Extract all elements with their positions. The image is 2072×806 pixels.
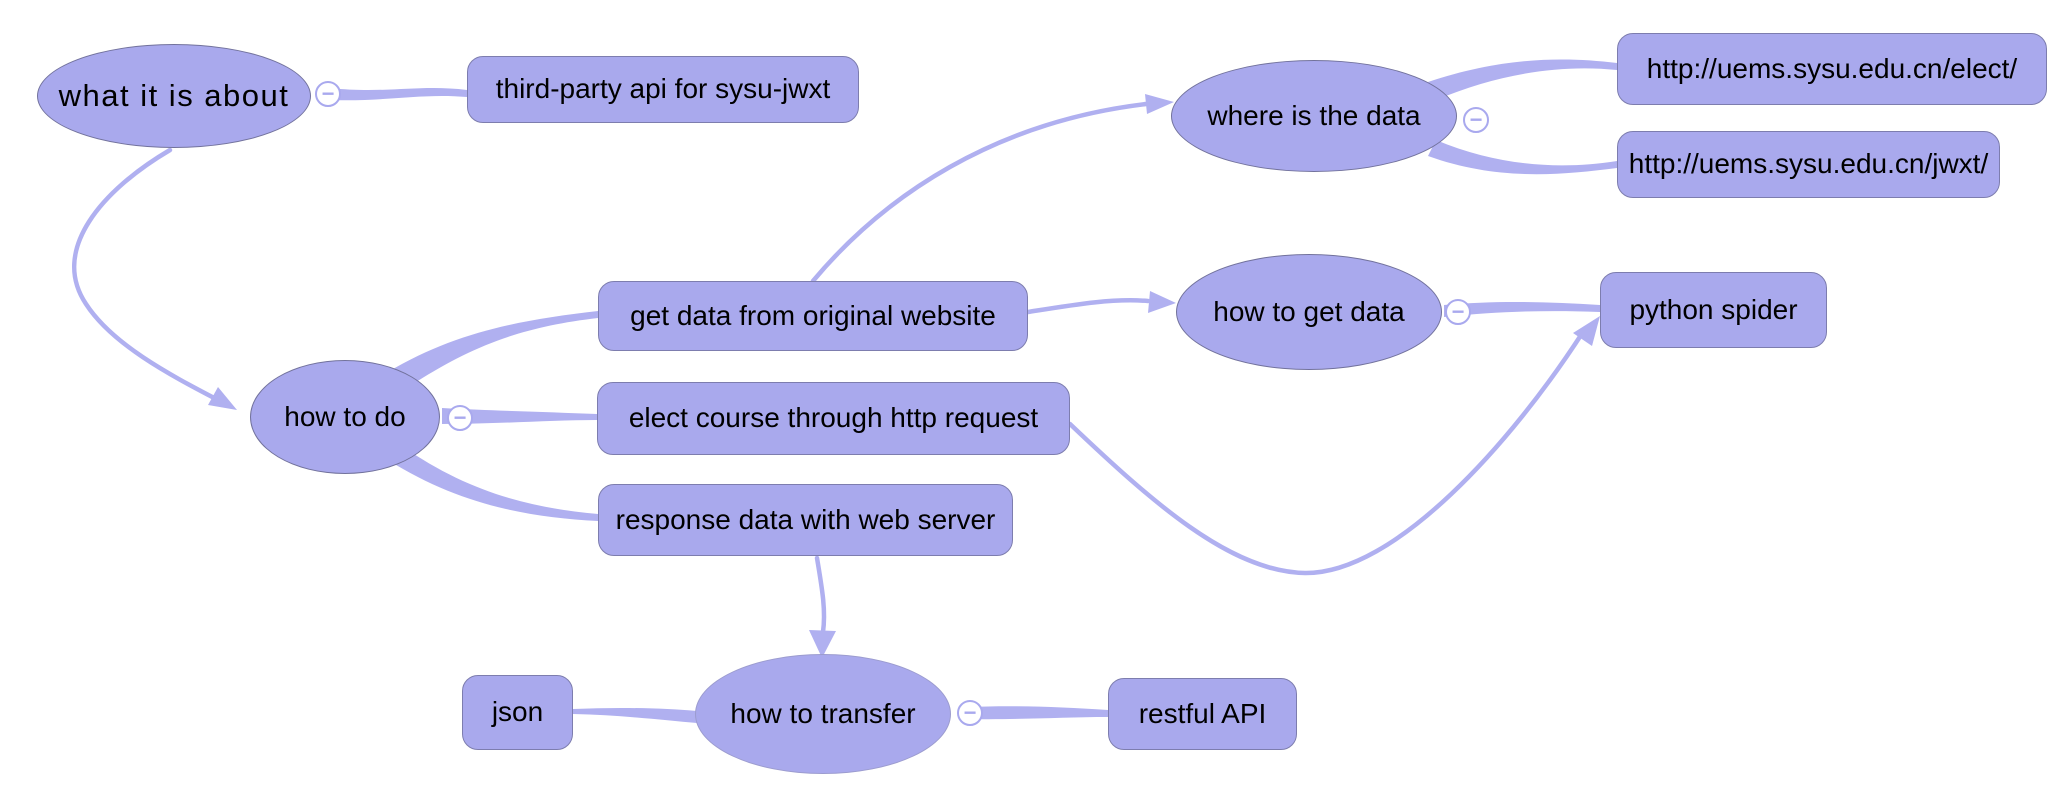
- minus-icon: −: [321, 81, 335, 106]
- node-label: how to transfer: [730, 697, 916, 729]
- branch-howtodo-responsedata: [388, 446, 598, 521]
- node-label: restful API: [1138, 697, 1267, 729]
- node-elect-course[interactable]: elect course through http request: [597, 382, 1070, 455]
- node-url-jwxt[interactable]: http://uems.sysu.edu.cn/jwxt/: [1617, 131, 2000, 198]
- node-response-data[interactable]: response data with web server: [598, 484, 1013, 556]
- node-url-elect[interactable]: http://uems.sysu.edu.cn/elect/: [1617, 33, 2047, 105]
- node-label: response data with web server: [615, 503, 996, 535]
- node-how-to-do[interactable]: how to do: [250, 360, 440, 474]
- link-whatitisabout-howtodo: [72, 147, 221, 403]
- collapse-button-where-is-the-data[interactable]: −: [1463, 107, 1489, 133]
- node-python-spider[interactable]: python spider: [1600, 272, 1827, 348]
- link-responsedata-howtotransfer: [814, 555, 827, 635]
- collapse-button-how-to-get-data[interactable]: −: [1445, 299, 1471, 325]
- arrowhead-howtogetdata: [1148, 291, 1176, 313]
- node-label: where is the data: [1207, 99, 1421, 131]
- collapse-button-what-it-is-about[interactable]: −: [315, 81, 341, 107]
- link-electcourse-pythonspider: [1067, 329, 1586, 576]
- branch-whereisdata-urljwxt: [1428, 140, 1617, 175]
- node-label: how to do: [284, 400, 406, 432]
- node-get-data[interactable]: get data from original website: [598, 281, 1028, 351]
- arrowhead-whereisdata: [1145, 94, 1174, 114]
- node-label: python spider: [1629, 293, 1798, 325]
- node-third-party-api[interactable]: third-party api for sysu-jwxt: [467, 56, 859, 123]
- branch-howtotransfer-json: [573, 707, 697, 723]
- node-label: json: [491, 696, 544, 728]
- branch-whereisdata-urlelect: [1428, 59, 1617, 100]
- branch-howtogetdata-pythonspider: [1444, 301, 1600, 317]
- node-where-is-the-data[interactable]: where is the data: [1171, 60, 1457, 172]
- branch-howtodo-electcourse: [442, 408, 597, 424]
- node-label: third-party api for sysu-jwxt: [495, 73, 831, 105]
- node-restful-api[interactable]: restful API: [1108, 678, 1297, 750]
- branch-howtotransfer-restfulapi: [966, 706, 1108, 720]
- node-label: elect course through http request: [628, 402, 1039, 434]
- collapse-button-how-to-do[interactable]: −: [447, 405, 473, 431]
- node-label: get data from original website: [630, 299, 996, 331]
- node-what-it-is-about[interactable]: what it is about: [37, 44, 311, 148]
- link-getdata-howtogetdata: [1025, 298, 1151, 315]
- minus-icon: −: [1451, 299, 1465, 324]
- minus-icon: −: [453, 405, 467, 430]
- minus-icon: −: [963, 700, 977, 725]
- node-label: http://uems.sysu.edu.cn/jwxt/: [1628, 148, 1989, 180]
- node-label: how to get data: [1213, 295, 1405, 327]
- link-getdata-whereisdata: [810, 101, 1149, 284]
- arrowhead-howtodo: [208, 387, 237, 410]
- arrowhead-howtotransfer: [809, 630, 836, 658]
- node-label: what it is about: [58, 77, 290, 113]
- collapse-button-how-to-transfer[interactable]: −: [957, 700, 983, 726]
- node-how-to-transfer[interactable]: how to transfer: [695, 654, 951, 774]
- minus-icon: −: [1469, 107, 1483, 132]
- node-how-to-get-data[interactable]: how to get data: [1176, 254, 1442, 370]
- node-json[interactable]: json: [462, 675, 573, 750]
- branch-howtodo-getdata: [388, 311, 598, 390]
- arrowhead-pythonspider: [1573, 316, 1600, 346]
- node-label: http://uems.sysu.edu.cn/elect/: [1646, 52, 2018, 84]
- branch-whatitisabout-thirdparty: [330, 88, 467, 101]
